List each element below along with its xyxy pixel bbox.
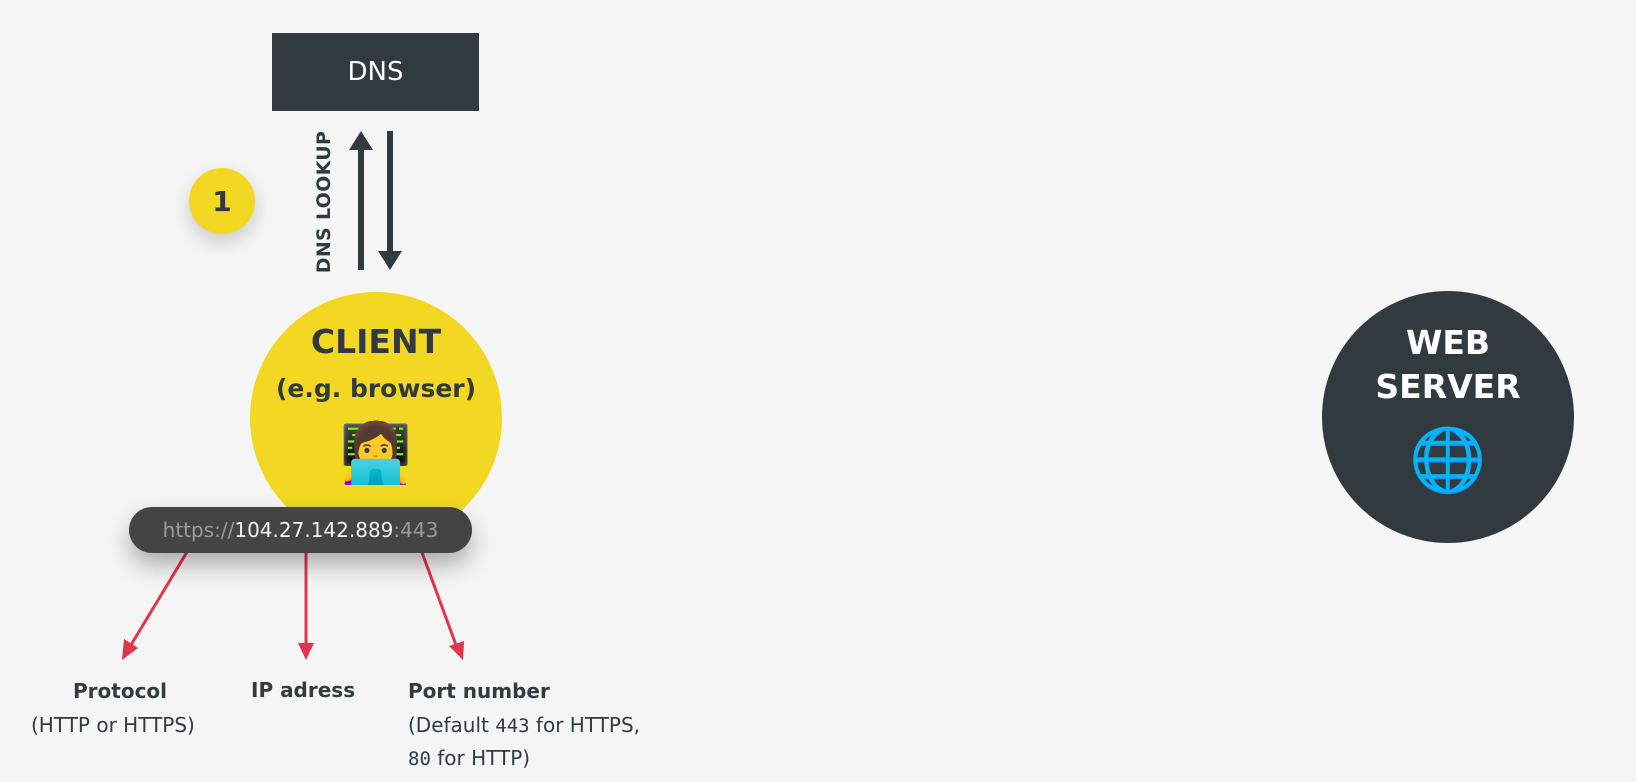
web-server-title: WEB SERVER xyxy=(1322,321,1574,409)
protocol-label-desc: (HTTP or HTTPS) xyxy=(31,713,195,737)
port-desc-code-80: 80 xyxy=(408,748,431,770)
port-desc-mid: for HTTPS, xyxy=(529,713,641,737)
url-port: :443 xyxy=(393,518,439,542)
ip-label-title: IP adress xyxy=(251,678,356,702)
lookup-down-arrow xyxy=(378,131,402,270)
protocol-pointer-arrow xyxy=(122,546,192,660)
url-ip: 104.27.142.889 xyxy=(234,518,394,542)
step-number: 1 xyxy=(212,184,232,218)
protocol-label-title: Protocol xyxy=(73,679,168,703)
port-desc-suffix: for HTTP) xyxy=(430,746,531,770)
port-label-desc-line2: 80 for HTTP) xyxy=(408,742,530,776)
step-number-badge: 1 xyxy=(189,168,255,234)
client-circle: CLIENT (e.g. browser) 👩‍💻 xyxy=(250,292,502,544)
lookup-up-arrow xyxy=(349,131,373,270)
url-bar: https://104.27.142.889:443 xyxy=(129,507,472,553)
web-server-title-line1: WEB xyxy=(1405,323,1491,362)
url-protocol: https:// xyxy=(162,518,235,542)
dns-box: DNS xyxy=(272,33,479,111)
web-server-circle: WEB SERVER 🌐 xyxy=(1322,291,1574,543)
port-pointer-arrow xyxy=(418,546,464,660)
dns-lookup-label: DNS LOOKUP xyxy=(313,130,335,274)
client-subtitle: (e.g. browser) xyxy=(275,374,477,403)
client-title: CLIENT xyxy=(310,322,442,361)
protocol-label: Protocol xyxy=(73,679,167,703)
port-desc-prefix: (Default xyxy=(408,713,496,737)
dns-label: DNS xyxy=(347,57,404,87)
web-server-title-line2: SERVER xyxy=(1375,367,1521,406)
ip-pointer-arrow xyxy=(298,547,314,660)
port-label-title: Port number xyxy=(408,679,550,703)
port-desc-code-443: 443 xyxy=(495,715,530,737)
globe-icon: 🌐 xyxy=(1409,423,1487,496)
port-label-desc-line1: (Default 443 for HTTPS, xyxy=(408,709,640,743)
person-laptop-icon: 👩‍💻 xyxy=(339,419,413,487)
